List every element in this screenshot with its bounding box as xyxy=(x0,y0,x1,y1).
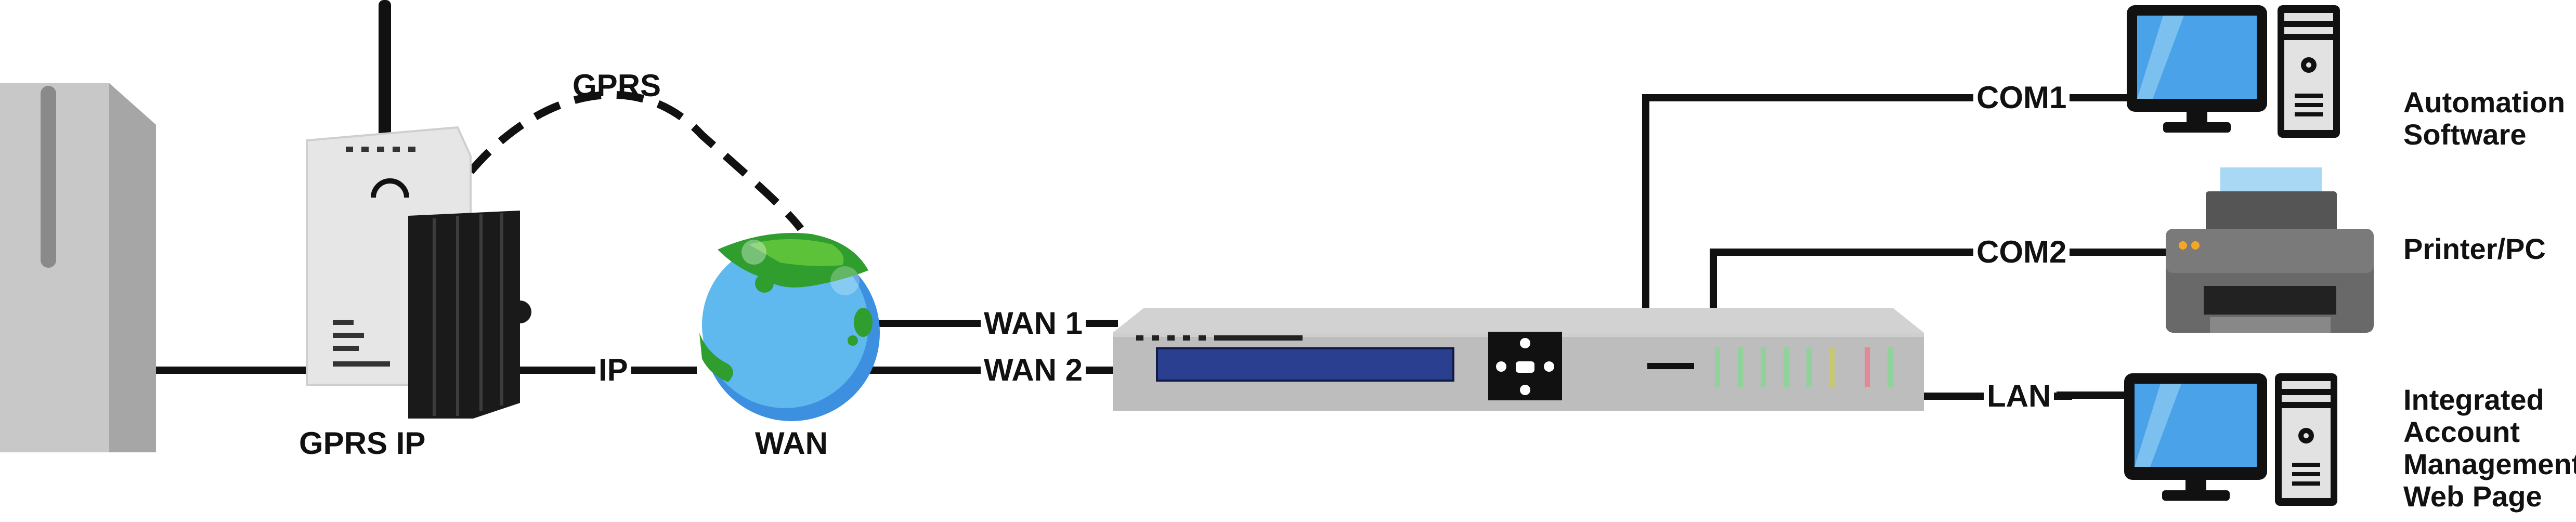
desktop-computer-icon xyxy=(2124,373,2337,506)
device-label-line: Management xyxy=(2403,448,2576,480)
status-leds xyxy=(1715,347,1893,387)
label-gprs-ip: GPRS IP xyxy=(299,426,426,461)
device-label-line: Software xyxy=(2403,118,2527,151)
device-label-line: Account xyxy=(2403,415,2520,448)
device-label-printer: Printer/PC xyxy=(2403,232,2546,265)
label-com2: COM2 xyxy=(1973,237,2070,268)
device-label-line: Web Page xyxy=(2403,480,2542,513)
line-com1 xyxy=(1642,94,2072,312)
rack-appliance-icon xyxy=(1113,308,1924,411)
label-com1: COM1 xyxy=(1973,82,2070,113)
printer-icon xyxy=(2166,167,2374,333)
line-com2 xyxy=(1710,249,2072,312)
lcd-panel xyxy=(1156,347,1454,382)
device-label-account: Integrated Account Management Web Page xyxy=(2403,384,2576,513)
label-ip: IP xyxy=(595,355,631,386)
gprs-modem-icon xyxy=(306,0,531,419)
device-label-line: Automation xyxy=(2403,86,2566,119)
desktop-computer-icon xyxy=(2127,5,2340,138)
server-tower-icon xyxy=(0,83,156,452)
connection-lines xyxy=(156,90,2171,400)
label-gprs: GPRS xyxy=(573,68,661,103)
device-label-automation: Automation Software xyxy=(2403,86,2565,151)
label-wan: WAN xyxy=(755,426,828,461)
label-wan2: WAN 2 xyxy=(981,355,1086,386)
globe-icon xyxy=(699,233,880,421)
label-wan1: WAN 1 xyxy=(981,308,1086,339)
device-label-line: Integrated xyxy=(2403,383,2544,416)
gprs-link-dashed xyxy=(467,90,804,231)
label-lan: LAN xyxy=(1984,381,2054,412)
